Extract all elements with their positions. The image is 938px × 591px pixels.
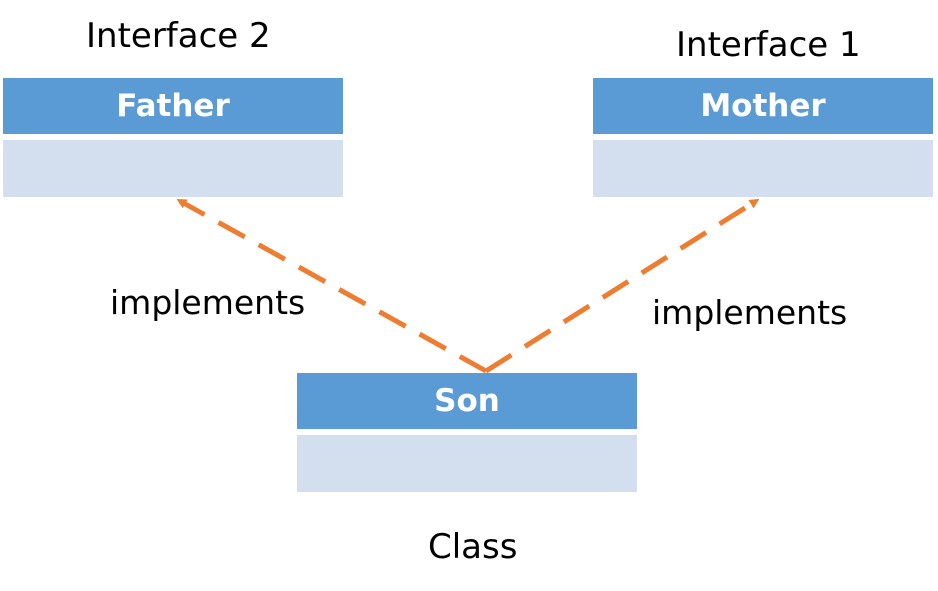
son-divider xyxy=(297,429,637,435)
interface-2-caption: Interface 2 xyxy=(86,16,271,56)
mother-body xyxy=(593,140,933,197)
son-class-box: Son xyxy=(297,373,637,492)
father-body xyxy=(3,140,343,197)
mother-header: Mother xyxy=(593,78,933,134)
mother-interface-box: Mother xyxy=(593,78,933,197)
father-header: Father xyxy=(3,78,343,134)
implements-label-left: implements xyxy=(110,283,306,322)
arrow-son-to-mother xyxy=(484,198,760,374)
class-caption: Class xyxy=(428,527,518,567)
father-interface-box: Father xyxy=(3,78,343,197)
father-divider xyxy=(3,134,343,140)
son-name: Son xyxy=(434,383,500,419)
son-body xyxy=(297,435,637,492)
son-header: Son xyxy=(297,373,637,429)
arrow-son-to-father xyxy=(176,198,488,374)
interface-1-caption: Interface 1 xyxy=(676,25,861,65)
father-name: Father xyxy=(116,88,230,124)
implements-label-right: implements xyxy=(652,293,848,332)
mother-divider xyxy=(593,134,933,140)
mother-name: Mother xyxy=(700,88,826,124)
